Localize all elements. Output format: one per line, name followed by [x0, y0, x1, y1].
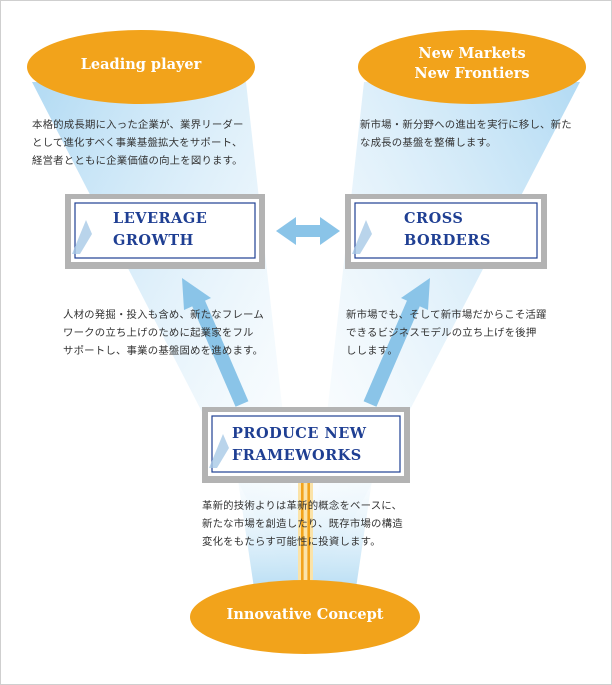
vertical-connector [298, 482, 313, 592]
text-produce-new-frameworks: 革新的技術よりは革新的概念をベースに、 新たな市場を創造したり、既存市場の構造 … [202, 500, 403, 548]
text-leading-player: 本格的成長期に入った企業が、業界リーダー として進化すべく事業基盤拡大をサポート… [32, 119, 244, 167]
text-leverage-growth: 人材の発掘・投入も含め、新たなフレーム ワークの立ち上げのために起業家をフル サ… [63, 309, 264, 357]
arrow-right-up [363, 278, 430, 407]
oval-leading-player [27, 30, 255, 104]
oval-innovative-concept [190, 580, 420, 654]
oval-label-innovative-concept: Innovative Concept [226, 606, 384, 623]
oval-new-markets [358, 30, 586, 104]
box-label-cross-borders: CROSS BORDERS [404, 210, 491, 249]
box-leverage-growth [65, 194, 265, 269]
box-produce-new-frameworks [202, 407, 410, 483]
text-cross-borders: 新市場でも、そして新市場だからこそ活躍 できるビジネスモデルの立ち上げを後押 し… [346, 309, 547, 357]
box-label-produce-new-frameworks: PRODUCE NEW FRAMEWORKS [232, 425, 367, 464]
text-new-markets: 新市場・新分野への進出を実行に移し、新た な成長の基盤を整備します。 [360, 119, 572, 149]
oval-label-leading-player: Leading player [80, 56, 202, 73]
box-cross-borders [345, 194, 547, 269]
box-label-leverage-growth: LEVERAGE GROWTH [113, 210, 208, 249]
arrow-left-up [182, 278, 249, 407]
arrow-horizontal-double [276, 217, 340, 245]
oval-label-new-markets: New Markets New Frontiers [414, 45, 530, 82]
